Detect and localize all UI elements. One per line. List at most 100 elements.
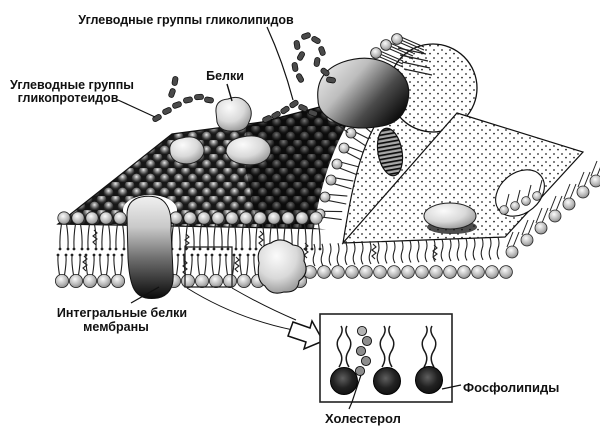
flap-edge-lipid-head [391,33,403,45]
lower-leaflet-head [194,273,209,288]
integral-proteins-label-line2: мембраны [83,320,149,334]
hatched-protein [376,127,404,177]
peeled-membrane-flap [342,33,478,245]
carbohydrate-bead [295,73,305,83]
carbohydrate-bead [320,67,330,77]
slab-side-head [520,233,534,247]
slab-side-head [505,245,519,259]
upper-leaflet-head [281,211,295,225]
inset-phospholipid-head [373,367,401,395]
slab-front-head [443,265,457,279]
inset-phospholipid-head [415,366,443,394]
slab-protein [423,202,477,230]
lower-leaflet-head [97,273,112,288]
inset-detail-box [319,313,462,410]
carbohydrate-bead [308,109,318,117]
carbohydrate-bead [168,88,176,98]
carbohydrate-bead [301,32,311,40]
inset-phospholipid-tail [379,325,386,368]
carbohydrate-bead [171,76,179,86]
flap-edge-lipid-head [380,39,392,51]
projection-line-2 [231,287,297,321]
lower-leaflet-sheet [303,112,600,279]
magnify-arrow-icon [287,319,325,351]
carbohydrate-bead [313,57,321,67]
slab-side-head [548,209,562,223]
glycoprotein-leader-line [117,99,156,118]
labels: Углеводные группы гликолипидов Белки Угл… [10,13,559,426]
carbohydrate-bead [280,105,290,115]
upper-leaflet-head [85,211,99,225]
slab-front-head [373,265,387,279]
flap-edge-lipid-head [370,47,382,59]
inset-phospholipid-tail [421,325,428,368]
notch-lipid-head [521,196,531,206]
lower-leaflet-head [236,273,251,288]
cholesterol-squiggle [371,243,377,260]
upper-leaflet-head [71,211,85,225]
slab-front-head [401,265,415,279]
inset-cholesterol-ring [354,365,366,377]
peripheral-protein-body [257,239,307,294]
carbohydrate-bead [172,101,182,109]
integral-protein-body [126,195,174,299]
slab-front-head [331,265,345,279]
lower-leaflet-head [69,273,84,288]
upper-leaflet-head [183,211,197,225]
inset-phospholipid-tail [430,325,437,368]
surface-protein-a [169,136,205,165]
cholesterol-label: Холестерол [325,411,401,426]
slab-front-head [359,265,373,279]
upper-leaflet-head [113,211,127,225]
lower-leaflet-head [55,273,70,288]
carbohydrate-bead [326,76,336,84]
integral-leader-line [130,286,160,304]
slab-side-head [576,185,590,199]
carbohydrate-bead [271,110,281,120]
inset-phospholipid-head [330,367,358,395]
cholesterol-squiggle [92,229,98,246]
upper-leaflet-head [295,211,309,225]
cholesterol-squiggle [258,230,264,247]
upper-leaflet-head [225,211,239,225]
surface-proteins [169,57,410,166]
inset-cholesterol-ring [355,345,367,357]
surface-protein-b [215,96,252,132]
slab-front-head [345,265,359,279]
slab-front-head [387,265,401,279]
fold-lipid-head [319,191,331,203]
carbohydrate-bead [296,51,306,61]
lower-leaflet-head [208,273,223,288]
surface-protein-c [225,135,272,166]
fold-lipid-head [345,127,357,139]
notch-lipid-head [499,205,509,215]
upper-leaflet-head [197,211,211,225]
fold-lipid-head [325,174,337,186]
carbohydrate-bead [262,115,272,123]
lower-leaflet-head [111,273,126,288]
inset-cholesterol-ring [360,355,372,367]
inset-phospholipid-tail [336,325,343,368]
integral-proteins-label-line1: Интегральные белки [57,306,187,320]
inset-cholesterol-ring [361,335,373,347]
cholesterol-squiggle [432,244,438,261]
glycolipid-leader-line [266,26,294,101]
proteins-leader-line [226,83,233,102]
upper-leaflet-head [169,211,183,225]
carbohydrate-bead [298,104,308,112]
carbohydrate-bead [291,62,299,72]
carbohydrate-chains [152,32,336,123]
slab-side-head [562,197,576,211]
carbohydrate-bead [183,96,193,104]
notch-lipid-head [510,201,520,211]
carbohydrate-bead [318,46,326,56]
carbohydrate-bead [289,99,299,109]
phospholipids-label: Фосфолипиды [463,380,559,395]
inset-phospholipid-tail [388,325,395,368]
fold-lipid-head [331,158,343,170]
peripheral-protein [257,239,307,294]
carbohydrate-bead [152,113,162,123]
carbohydrate-bead [162,107,172,115]
upper-leaflet-head [309,211,323,225]
